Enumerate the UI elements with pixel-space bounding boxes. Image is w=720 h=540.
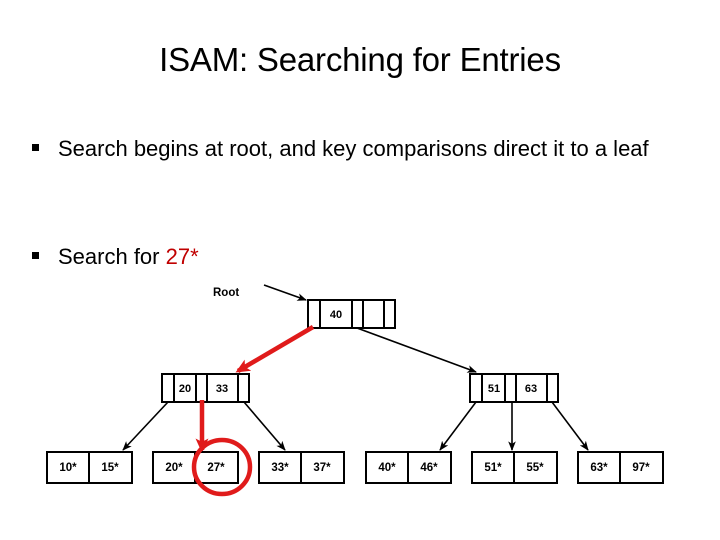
inner-node-left: 20 33 [161,373,250,403]
inner-node-right-key-1: 63 [525,383,537,395]
edge-root-to-inner-right [356,327,477,373]
leaf-node-2-box [152,451,239,484]
leaf-node-4-box [365,451,452,484]
leaf-node-5-box [471,451,558,484]
leaf-node-2-entry-0: 20* [165,462,183,474]
leaf-node-5: 51* 55* [471,451,558,484]
leaf-node-5-entry-0: 51* [484,462,502,474]
leaf-node-3: 33* 37* [258,451,345,484]
leaf-node-1-box [46,451,133,484]
bullet-item-2-label: Search for 27* [58,242,432,272]
leaf-node-2: 20* 27* [152,451,239,484]
edge-inner-right-to-leaf-6 [551,401,589,451]
leaf-node-3-entry-1: 37* [313,462,331,474]
leaf-node-2-entry-1: 27* [207,462,225,474]
bullet-item-2: Search for 27* [32,242,432,272]
inner-node-left-box [161,373,250,403]
bullet-item-2-prefix: Search for [58,244,166,269]
leaf-node-6: 63* 97* [577,451,664,484]
root-caption-label: Root [213,287,239,299]
leaf-node-4-entry-1: 46* [420,462,438,474]
edge-inner-right-to-leaf-4 [439,401,477,451]
leaf-node-6-entry-1: 97* [632,462,650,474]
leaf-node-6-entry-0: 63* [590,462,608,474]
bullet-item-1: Search begins at root, and key compariso… [32,134,672,164]
square-bullet-icon [32,252,39,260]
edge-inner-left-to-leaf-1 [122,401,169,451]
root-node-box [307,299,396,329]
page-title: ISAM: Searching for Entries [159,41,561,78]
inner-node-right: 51 63 [469,373,559,403]
edge-inner-left-to-leaf-3 [243,401,286,451]
root-node-key-0: 40 [330,309,342,321]
root-caption-arrow [263,284,307,301]
leaf-node-6-box [577,451,664,484]
bullet-item-1-label: Search begins at root, and key compariso… [58,136,649,161]
root-node: 40 [307,299,396,329]
search-key-highlight: 27* [165,244,199,269]
search-result-highlight-circle [191,437,253,497]
leaf-node-5-entry-1: 55* [526,462,544,474]
search-path-root-to-inner-left [235,325,315,373]
leaf-node-4: 40* 46* [365,451,452,484]
inner-node-right-key-0: 51 [488,383,500,395]
leaf-node-3-entry-0: 33* [271,462,289,474]
leaf-node-1-entry-1: 15* [101,462,119,474]
leaf-node-3-box [258,451,345,484]
inner-node-left-key-0: 20 [179,383,191,395]
inner-node-left-key-1: 33 [216,383,228,395]
square-bullet-icon [32,144,39,152]
leaf-node-4-entry-0: 40* [378,462,396,474]
leaf-node-1: 10* 15* [46,451,133,484]
leaf-node-1-entry-0: 10* [59,462,77,474]
inner-node-right-box [469,373,559,403]
